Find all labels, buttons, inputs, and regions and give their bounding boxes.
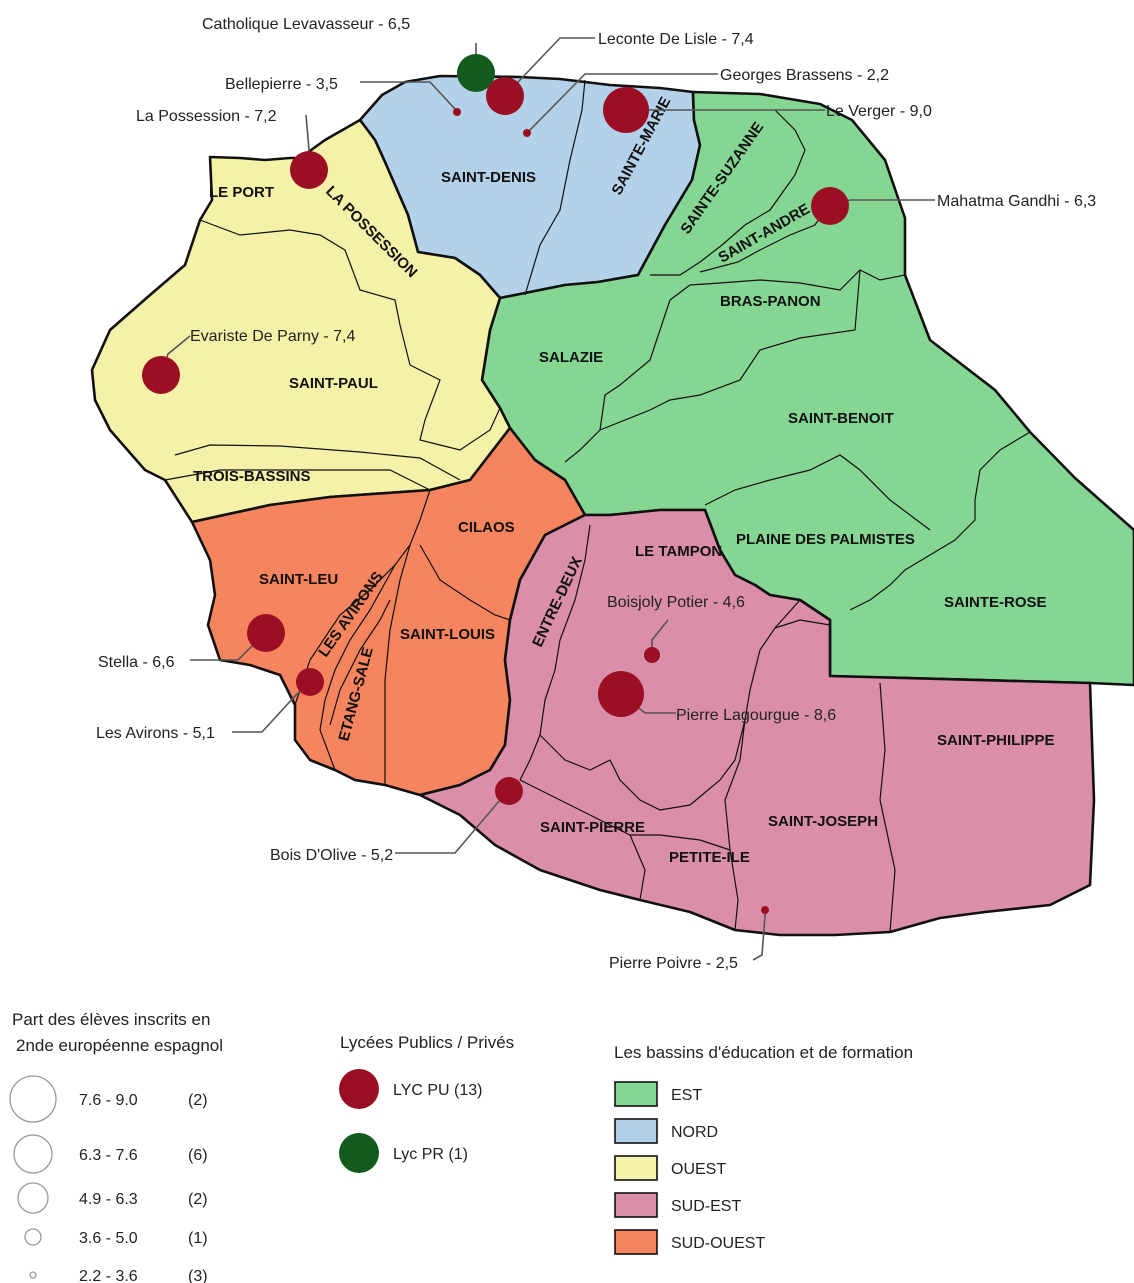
legend-size-count: (2) [188,1191,208,1208]
legend-bassin-swatch [614,1229,658,1255]
public-lycee-marker [495,777,523,805]
public-lycee-marker [761,906,769,914]
label-saint-philippe: SAINT-PHILIPPE [937,732,1055,749]
label-salazie: SALAZIE [539,349,603,366]
legend-public-symbol [339,1069,379,1109]
public-lycee-marker [811,187,849,225]
legend-bassin-swatch [614,1081,658,1107]
legend-size-circle [29,1271,37,1279]
label-bras-panon: BRAS-PANON [720,293,821,310]
public-lycee-marker [296,668,324,696]
legend-bassin-swatch [614,1192,658,1218]
legend-bassin-label: NORD [671,1124,718,1141]
lycee-callout-label: Pierre Lagourgue - 8,6 [676,707,836,724]
label-saint-joseph: SAINT-JOSEPH [768,813,878,830]
lycee-callout-label: Evariste De Parny - 7,4 [190,328,356,345]
legend-bassin-swatch [614,1155,658,1181]
label-petite-ile: PETITE-ILE [669,849,750,866]
lycee-callout-label: Bois D'Olive - 5,2 [270,847,393,864]
legend-size-circle [17,1182,49,1214]
public-lycee-marker [290,151,328,189]
label-le-tampon: LE TAMPON [635,543,722,560]
lycee-callout-label: Boisjoly Potier - 4,6 [607,594,745,611]
lycee-leader-line [526,73,718,134]
legend-size-range: 4.9 - 6.3 [79,1191,138,1208]
region-sud-est [418,508,1096,937]
legend-private-symbol [339,1133,379,1173]
legend-size-range: 6.3 - 7.6 [79,1147,138,1164]
commune-borders [164,79,1031,933]
legend-size-range: 3.6 - 5.0 [79,1230,138,1247]
legend-type-title: Lycées Publics / Privés [340,1033,514,1052]
label-saint-denis: SAINT-DENIS [441,169,536,186]
legend-size-count: (3) [188,1268,208,1283]
legend-size-range: 2.2 - 3.6 [79,1268,138,1283]
legend-size-range: 7.6 - 9.0 [79,1092,138,1109]
legend-bassins-title: Les bassins d'éducation et de formation [614,1043,913,1062]
bassins-regions [90,74,1134,937]
public-lycee-marker [523,129,531,137]
label-saint-louis: SAINT-LOUIS [400,626,495,643]
lycee-callout-label: Stella - 6,6 [98,654,175,671]
lycee-callout-label: Catholique Levavasseur - 6,5 [202,16,410,33]
legend-bassin-swatch [614,1118,658,1144]
lycee-callout-label: Le Verger - 9,0 [826,103,932,120]
lycee-callout-label: Georges Brassens - 2,2 [720,67,889,84]
legend-size-count: (2) [188,1092,208,1109]
legend-bassin-label: SUD-EST [671,1198,741,1215]
lycee-callout-label: Bellepierre - 3,5 [225,76,338,93]
legend-size-count: (6) [188,1147,208,1164]
legend-bassins: Les bassins d'éducation et de formation … [614,1043,913,1255]
label-sainte-rose: SAINTE-ROSE [944,594,1047,611]
legend-size-circle [24,1228,42,1246]
public-lycee-marker [142,356,180,394]
label-saint-pierre: SAINT-PIERRE [540,819,645,836]
lycee-callout-label: Mahatma Gandhi - 6,3 [937,193,1096,210]
legend-type: Lycées Publics / Privés LYC PU (13) Lyc … [339,1033,514,1173]
private-lycee-marker [457,54,495,92]
lycee-callout-label: Les Avirons - 5,1 [96,725,215,742]
label-saint-benoit: SAINT-BENOIT [788,410,894,427]
label-saint-paul: SAINT-PAUL [289,375,378,392]
legend-public-label: LYC PU (13) [393,1082,483,1099]
legend-size-circle [9,1075,57,1123]
legend-bassin-label: OUEST [671,1161,726,1178]
label-cilaos: CILAOS [458,519,515,536]
lycee-callout-label: La Possession - 7,2 [136,108,277,125]
public-lycee-marker [598,671,644,717]
legend-bassin-label: SUD-OUEST [671,1235,765,1252]
label-saint-leu: SAINT-LEU [259,571,338,588]
lycee-callout-label: Pierre Poivre - 2,5 [609,955,738,972]
legend-size-circle [13,1134,53,1174]
lycee-callout-label: Leconte De Lisle - 7,4 [598,31,754,48]
public-lycee-marker [247,614,285,652]
public-lycee-marker [603,87,649,133]
label-trois-bassins: TROIS-BASSINS [193,468,311,485]
label-plaine-des-palmistes: PLAINE DES PALMISTES [736,531,915,548]
legend-size-count: (1) [188,1230,208,1247]
public-lycee-marker [644,647,660,663]
region-ouest [90,118,512,524]
public-lycee-marker [486,77,524,115]
legend-size-title-2: 2nde européenne espagnol [16,1036,223,1055]
legend-size: Part des élèves inscrits en 2nde europée… [9,1010,223,1283]
legend-size-title-1: Part des élèves inscrits en [12,1010,210,1029]
legend-private-label: Lyc PR (1) [393,1146,468,1163]
label-le-port: LE PORT [209,184,274,201]
public-lycee-marker [453,108,461,116]
legend-bassin-label: EST [671,1087,702,1104]
